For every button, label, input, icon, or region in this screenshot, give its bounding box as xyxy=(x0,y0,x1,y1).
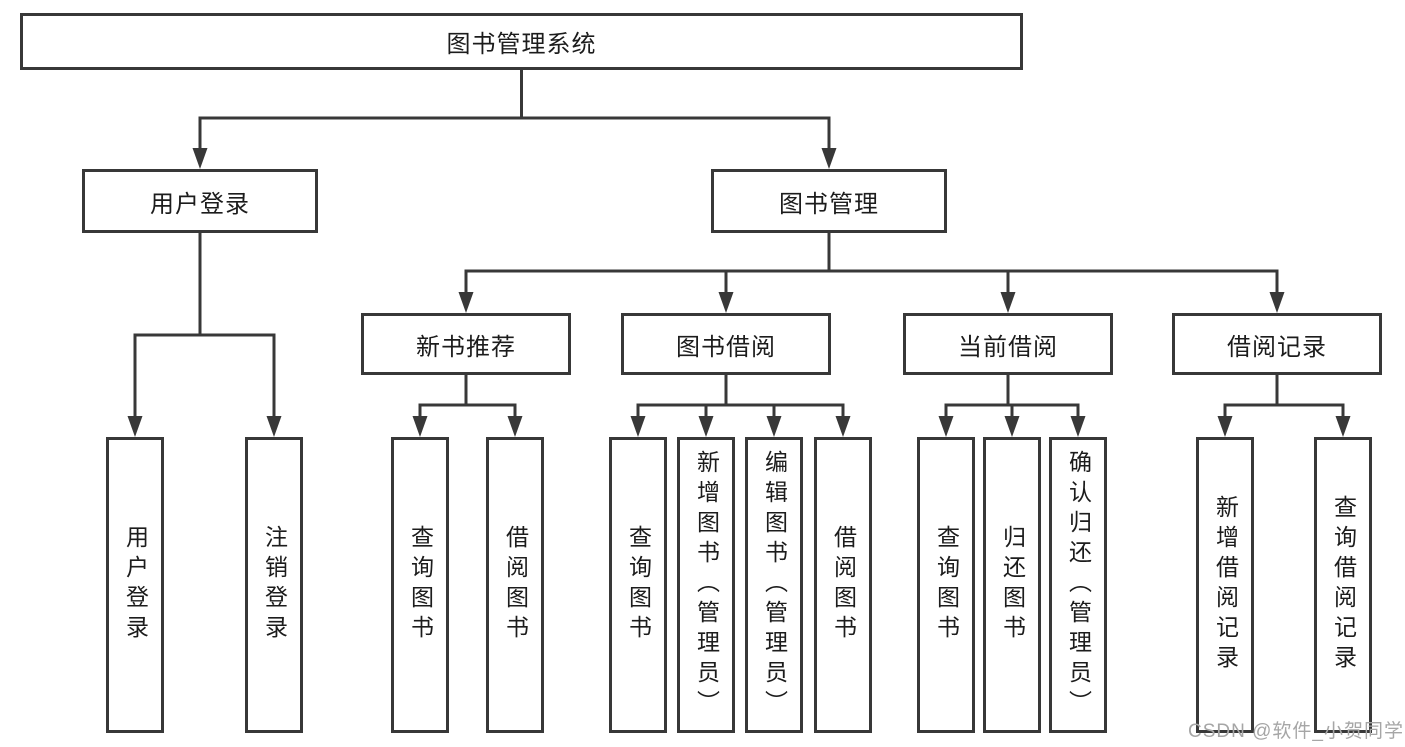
leaf-label: 查询借阅记录 xyxy=(1330,495,1357,675)
leaf-label: 用户登录 xyxy=(122,525,149,645)
node-current-borrow: 当前借阅 xyxy=(903,313,1113,375)
leaf-label: 编辑图书（管理员） xyxy=(761,450,788,720)
leaf-add-borrow-record: 新增借阅记录 xyxy=(1196,437,1254,733)
leaf-label: 新增图书（管理员） xyxy=(693,450,720,720)
node-root-system: 图书管理系统 xyxy=(20,13,1023,70)
node-book-management: 图书管理 xyxy=(711,169,947,233)
node-book-management-label: 图书管理 xyxy=(779,190,879,218)
leaf-query-books-borrow: 查询图书 xyxy=(609,437,667,733)
leaf-label: 查询图书 xyxy=(625,525,652,645)
node-user-login-label: 用户登录 xyxy=(150,190,250,218)
leaf-borrow-books-recommend: 借阅图书 xyxy=(486,437,544,733)
leaf-label: 注销登录 xyxy=(261,525,288,645)
leaf-logout: 注销登录 xyxy=(245,437,303,733)
node-root-label: 图书管理系统 xyxy=(446,31,597,58)
branch-root xyxy=(192,66,837,169)
leaf-label: 新增借阅记录 xyxy=(1212,495,1239,675)
leaf-user-login: 用户登录 xyxy=(106,437,164,733)
leaf-label: 查询图书 xyxy=(933,525,960,645)
branch-current-borrow xyxy=(938,371,1086,437)
csdn-watermark: CSDN @软件_小贺同学 xyxy=(1188,721,1404,742)
branch-new-book-recommend xyxy=(412,371,523,437)
node-user-login: 用户登录 xyxy=(82,169,318,233)
leaf-borrow-books: 借阅图书 xyxy=(814,437,872,733)
branch-book-management xyxy=(458,229,1285,313)
leaf-query-books-current: 查询图书 xyxy=(917,437,975,733)
leaf-label: 借阅图书 xyxy=(830,525,857,645)
leaf-confirm-return-admin: 确认归还（管理员） xyxy=(1049,437,1107,733)
node-book-borrow: 图书借阅 xyxy=(621,313,831,375)
node-borrow-records-label: 借阅记录 xyxy=(1227,333,1327,361)
leaf-query-borrow-record: 查询借阅记录 xyxy=(1314,437,1372,733)
branch-book-borrow xyxy=(630,371,851,437)
node-book-borrow-label: 图书借阅 xyxy=(676,333,776,361)
leaf-label: 确认归还（管理员） xyxy=(1065,450,1092,720)
branch-borrow-records xyxy=(1217,371,1351,437)
leaf-edit-books-admin: 编辑图书（管理员） xyxy=(745,437,803,733)
leaf-label: 归还图书 xyxy=(999,525,1026,645)
node-new-book-recommend-label: 新书推荐 xyxy=(416,333,516,361)
node-current-borrow-label: 当前借阅 xyxy=(958,333,1058,361)
leaf-label: 借阅图书 xyxy=(502,525,529,645)
node-borrow-records: 借阅记录 xyxy=(1172,313,1382,375)
node-new-book-recommend: 新书推荐 xyxy=(361,313,571,375)
leaf-return-books: 归还图书 xyxy=(983,437,1041,733)
branch-user-login xyxy=(127,229,282,437)
leaf-add-books-admin: 新增图书（管理员） xyxy=(677,437,735,733)
leaf-query-books-recommend: 查询图书 xyxy=(391,437,449,733)
leaf-label: 查询图书 xyxy=(407,525,434,645)
